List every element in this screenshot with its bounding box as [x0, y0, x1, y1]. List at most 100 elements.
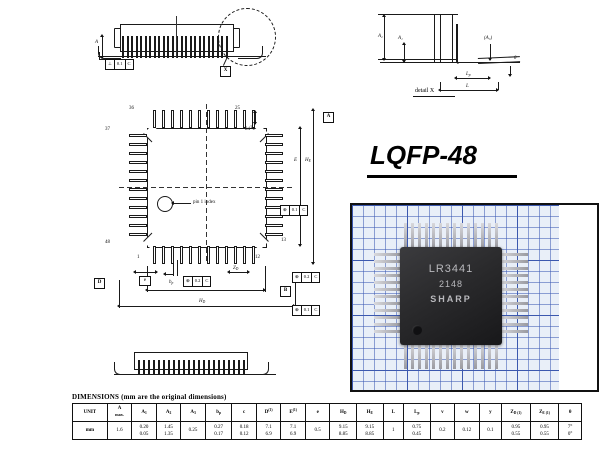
- pin-number-48: 48: [105, 240, 110, 245]
- datum-marker-b: B: [280, 286, 291, 297]
- detailx-label-theta: θ: [514, 56, 517, 61]
- table-header-cell: A2: [155, 403, 182, 422]
- photo-white-margin: [559, 205, 597, 390]
- table-header-cell: E(1): [280, 403, 306, 422]
- package-title: LQFP-48: [370, 140, 477, 170]
- gdt-flatness-callout: ⊥ 0.1 C: [105, 59, 134, 70]
- pin-number-25: 25: [235, 106, 240, 111]
- pin-number-36: 36: [129, 106, 134, 111]
- table-cell: 0.1: [478, 421, 503, 440]
- table-header-cell: ZE (1): [529, 403, 560, 422]
- gdt-position-callout-right-1: ⊕ 0.2 C: [292, 272, 321, 283]
- table-header-cell: θ: [558, 403, 582, 422]
- dim-label-hd-sub: D: [202, 300, 206, 304]
- seating-plane-line: [98, 56, 266, 57]
- table-cell: 1.6: [106, 421, 133, 440]
- pin-number-24: 24: [245, 127, 250, 132]
- table-header-cell: y: [478, 403, 503, 422]
- package-body-outline-bottom: [134, 352, 248, 370]
- table-cell: 1: [382, 421, 405, 440]
- dim-label-he: H: [305, 158, 309, 163]
- package-photo: LR3441 2148 SHARP: [350, 203, 599, 392]
- gdt-datum-ref-2: C: [314, 274, 318, 280]
- detailx-label-a1: A₁: [398, 36, 403, 41]
- table-cell: 7°0°: [558, 421, 582, 440]
- gdt-position-callout-right-2: ⊕ 0.1 C: [292, 305, 321, 316]
- table-cell: 0.12: [454, 421, 480, 440]
- dim-label-zd-sub: D: [235, 267, 239, 271]
- table-header-cell: w: [454, 403, 480, 422]
- gdt-tol-w-1: 0.1: [302, 306, 313, 315]
- detailx-lead-bend: [456, 24, 486, 64]
- table-header-cell: A1: [131, 403, 157, 422]
- ic-marking-brand: SHARP: [430, 294, 472, 304]
- table-cell: 0.5: [304, 421, 331, 440]
- table-cell: 0.25: [180, 421, 206, 440]
- dim-label-a: A: [95, 40, 99, 45]
- datum-marker-a: A: [323, 112, 334, 123]
- detailx-label-a3: (A₃): [484, 36, 493, 41]
- gdt-tol-w-2: 0.1: [290, 206, 301, 215]
- dim-label-he-sub: E: [308, 159, 311, 163]
- table-header-cell: A3: [180, 403, 206, 422]
- detailx-label-l: L: [466, 84, 469, 89]
- dimensions-table-section: DIMENSIONS (mm are the original dimensio…: [72, 393, 582, 440]
- pin1-index-label: pin 1 index: [193, 200, 216, 205]
- package-top-view: pin 1 index 36 37 25 24 48 1 12 13 ZE E …: [94, 100, 345, 340]
- detailx-body-edge: [378, 14, 458, 60]
- dimensions-table-caption: DIMENSIONS (mm are the original dimensio…: [72, 393, 227, 401]
- gdt-tol-v-1: 0.2: [193, 277, 204, 286]
- gdt-datum-ref-4: C: [302, 207, 306, 213]
- table-header-cell: UNIT: [72, 403, 108, 422]
- gdt-position-callout-bottom: ⊕ 0.2 C: [183, 276, 212, 287]
- gdt-datum-c: C: [127, 61, 131, 67]
- table-header-cell: v: [429, 403, 456, 422]
- table-cell: 0.2: [429, 421, 456, 440]
- pin-number-13: 13: [281, 238, 286, 243]
- ic-marking-date-code: 2148: [438, 279, 464, 289]
- table-header-cell: ZD (1): [501, 403, 531, 422]
- detailx-label-lp-sub: p: [468, 73, 471, 77]
- gdt-symbol-position-4: ⊕: [281, 206, 290, 215]
- detailx-label-a2: A₂: [378, 34, 383, 39]
- dim-label-b-sub: p: [171, 281, 174, 285]
- gdt-datum-ref-3: C: [314, 307, 318, 313]
- table-header-cell: HE: [356, 403, 384, 422]
- gdt-flatness-value: 0.1: [115, 60, 126, 69]
- datum-marker-x: X: [220, 66, 231, 77]
- gdt-position-callout-right-3: ⊕ 0.1 C: [280, 205, 309, 216]
- table-cell-unit: mm: [72, 421, 108, 440]
- detail-x-caption-rule: [413, 96, 455, 97]
- table-header-cell: c: [231, 403, 257, 422]
- gdt-tol-v-2: 0.2: [302, 273, 313, 282]
- dim-label-hd: H: [199, 299, 203, 304]
- ic-pin1-dot: [412, 325, 422, 335]
- dim-label-b: b: [169, 280, 172, 285]
- pin-number-37: 37: [105, 127, 110, 132]
- gdt-symbol-position-3: ⊕: [293, 306, 302, 315]
- detail-x-circle: [218, 8, 276, 66]
- table-header-cell: bp: [204, 403, 233, 422]
- chip-body-outline: [147, 128, 267, 248]
- detail-x-view: A₂ A₁ (A₃) Lp L θ: [378, 6, 528, 98]
- gdt-symbol-position-1: ⊕: [184, 277, 193, 286]
- gdt-symbol-position-2: ⊕: [293, 273, 302, 282]
- table-header-cell: e: [304, 403, 331, 422]
- package-side-view-bottom: [110, 348, 280, 382]
- dim-label-ze-sub: E: [252, 127, 255, 131]
- pin-number-12: 12: [255, 255, 260, 260]
- table-header-cell: Lp: [403, 403, 431, 422]
